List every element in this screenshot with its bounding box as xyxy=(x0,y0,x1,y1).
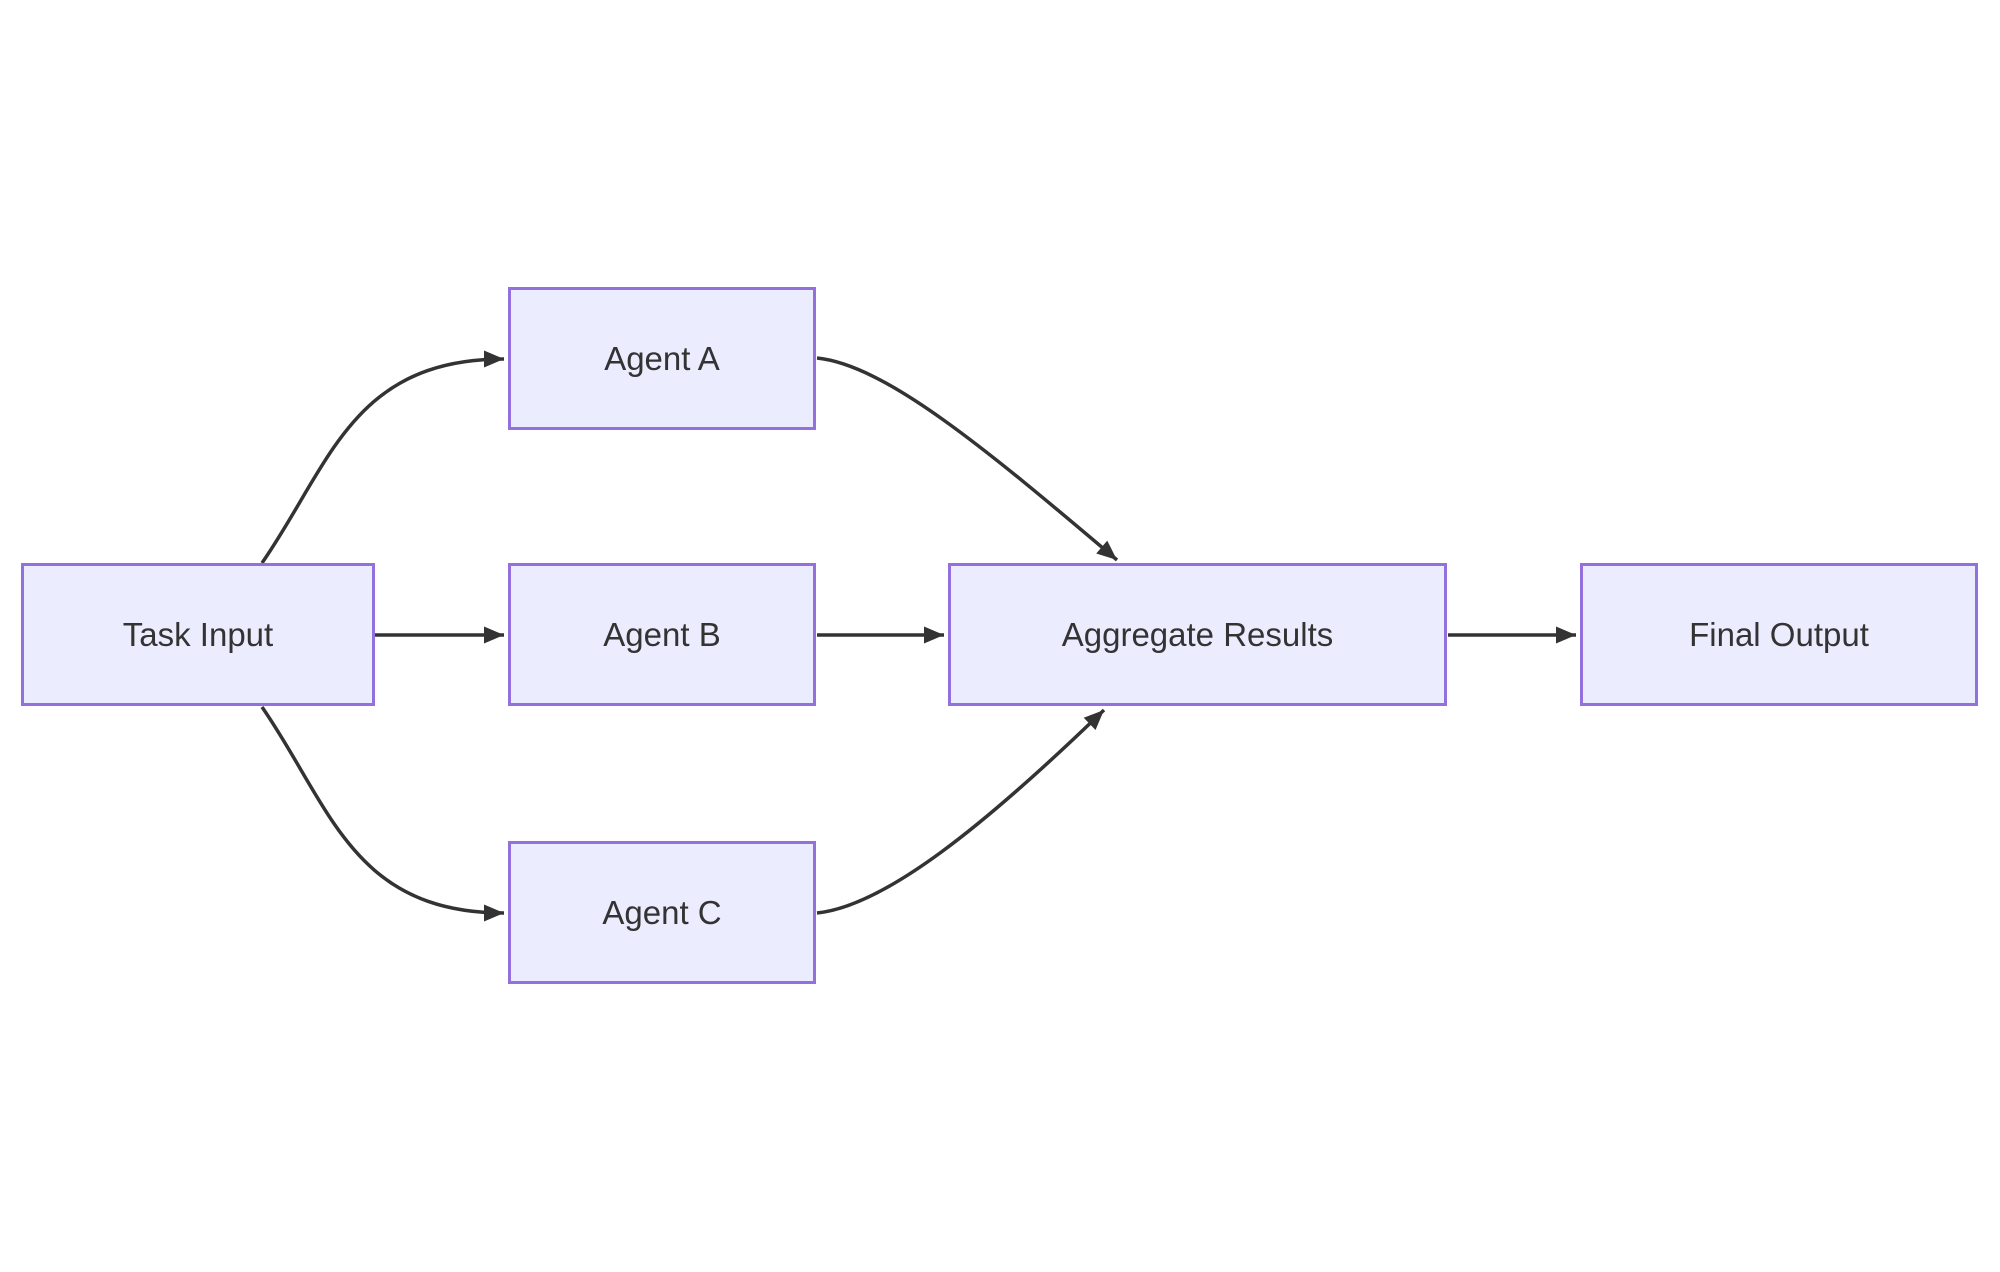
node-agent-a: Agent A xyxy=(508,287,816,430)
edge-agent-a-to-aggregate xyxy=(816,356,1119,562)
node-aggregate-results: Aggregate Results xyxy=(948,563,1447,706)
edge-task-input-to-agent-a xyxy=(260,350,505,564)
node-agent-b-label: Agent B xyxy=(603,615,721,653)
node-agent-c-label: Agent C xyxy=(602,893,722,931)
node-aggregate-results-label: Aggregate Results xyxy=(1061,615,1334,653)
edge-agent-c-to-aggregate xyxy=(816,708,1106,915)
node-agent-b: Agent B xyxy=(508,563,816,706)
node-task-input-label: Task Input xyxy=(122,615,274,653)
node-final-output: Final Output xyxy=(1580,563,1978,706)
node-task-input: Task Input xyxy=(21,563,375,706)
node-agent-c: Agent C xyxy=(508,841,816,984)
node-final-output-label: Final Output xyxy=(1689,615,1869,653)
edge-task-input-to-agent-c xyxy=(260,706,505,922)
node-agent-a-label: Agent A xyxy=(604,339,720,377)
